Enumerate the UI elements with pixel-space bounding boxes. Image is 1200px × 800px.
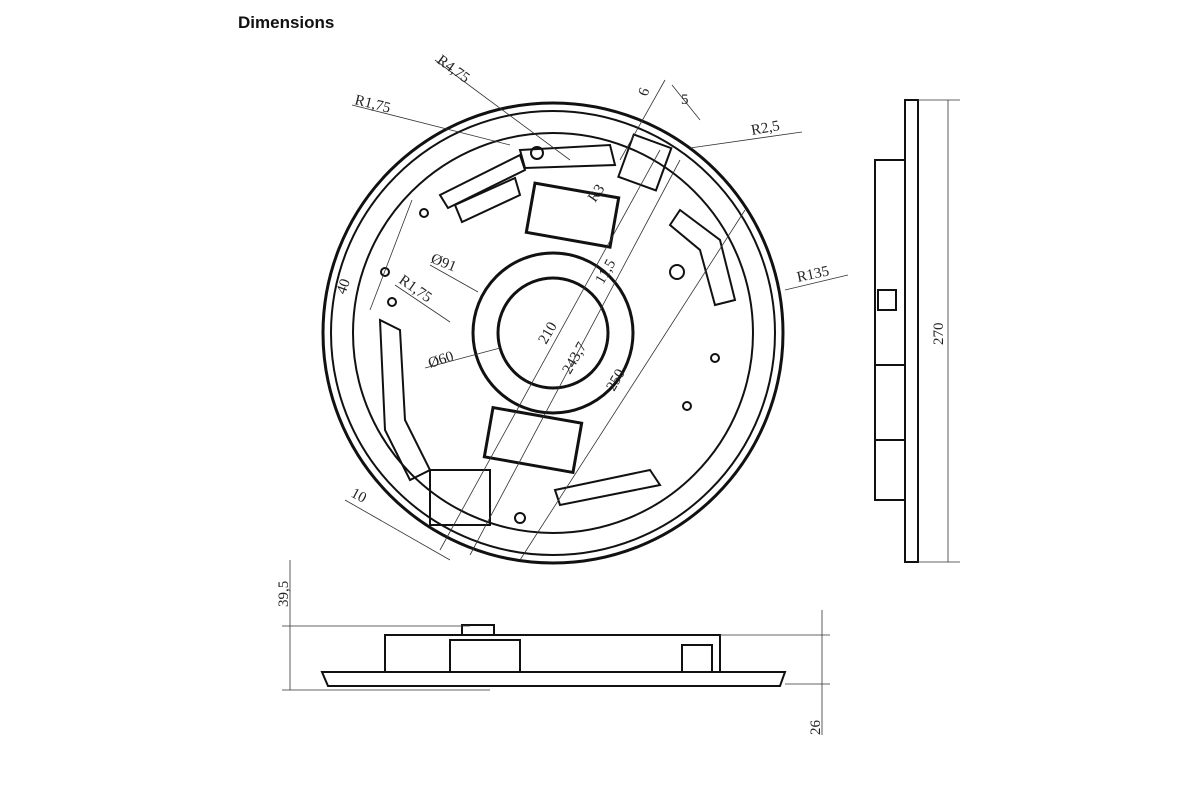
label-r3: R3: [585, 182, 608, 206]
label-r2-5: R2,5: [750, 118, 781, 139]
page-title: Dimensions: [238, 13, 335, 32]
label-10: 10: [348, 485, 369, 506]
label-5: 5: [681, 92, 689, 108]
label-40: 40: [334, 277, 354, 297]
label-dia60: Ø60: [426, 349, 456, 372]
label-6: 6: [636, 85, 654, 98]
bottom-view: 39,5 26: [276, 560, 830, 735]
label-dia91: Ø91: [429, 251, 459, 276]
label-210: 210: [536, 320, 561, 347]
label-243-7: 243,7: [560, 339, 591, 377]
label-r1-75-left: R1,75: [396, 272, 435, 306]
label-26: 26: [808, 720, 824, 736]
dia60-ring: [496, 276, 610, 390]
top-view: R4,75 R1,75 6 5 R2,5 R3 R135 Ø91 R1,75 4…: [321, 52, 849, 565]
label-270: 270: [931, 323, 947, 346]
side-view: 270: [874, 99, 960, 563]
label-r135: R135: [796, 264, 831, 286]
label-r4-75: R4,75: [434, 52, 473, 86]
label-39-5: 39,5: [276, 581, 292, 607]
label-r1-75-top: R1,75: [353, 92, 392, 116]
dia91-ring: [471, 251, 635, 415]
